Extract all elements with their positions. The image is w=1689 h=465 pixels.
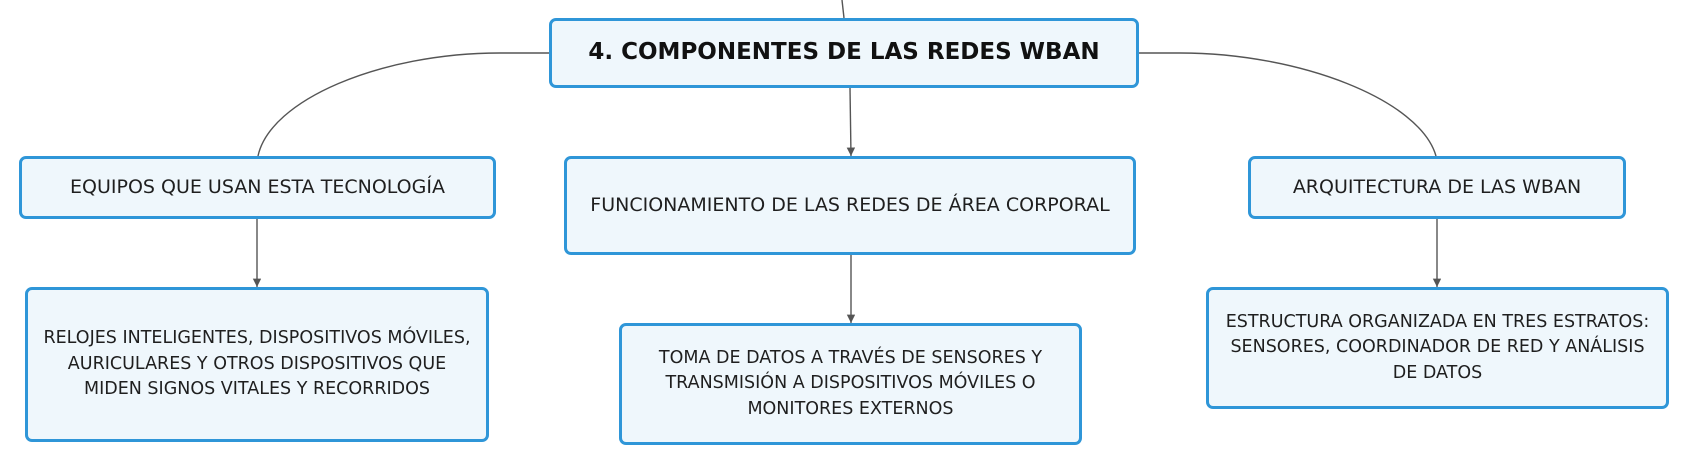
subtopic-label: ESTRUCTURA ORGANIZADA EN TRES ESTRATOS: … <box>1225 311 1650 383</box>
branch-topic-equipos[interactable]: EQUIPOS QUE USAN ESTA TECNOLOGÍA <box>19 156 496 219</box>
subtopic-label: RELOJES INTELIGENTES, DISPOSITIVOS MÓVIL… <box>43 328 471 400</box>
root-topic-label: 4. COMPONENTES DE LAS REDES WBAN <box>588 39 1100 66</box>
branch-topic-label: FUNCIONAMIENTO DE LAS REDES DE ÁREA CORP… <box>590 193 1110 216</box>
subtopic-equipos-detail[interactable]: RELOJES INTELIGENTES, DISPOSITIVOS MÓVIL… <box>25 287 489 442</box>
branch-topic-label: ARQUITECTURA DE LAS WBAN <box>1292 175 1582 198</box>
connector-root-to-branch-0 <box>257 52 549 157</box>
subtopic-arquitectura-detail[interactable]: ESTRUCTURA ORGANIZADA EN TRES ESTRATOS: … <box>1206 287 1669 409</box>
branch-topic-label: EQUIPOS QUE USAN ESTA TECNOLOGÍA <box>70 175 445 198</box>
subtopic-funcionamiento-detail[interactable]: TOMA DE DATOS A TRAVÉS DE SENSORES Y TRA… <box>619 323 1082 445</box>
branch-topic-arquitectura[interactable]: ARQUITECTURA DE LAS WBAN <box>1248 156 1626 219</box>
branch-topic-funcionamiento[interactable]: FUNCIONAMIENTO DE LAS REDES DE ÁREA CORP… <box>564 156 1136 255</box>
connector-root-to-branch-1 <box>846 87 856 157</box>
connector-parent-to-root <box>841 0 845 19</box>
connector-root-to-branch-2 <box>1139 52 1437 157</box>
subtopic-label: TOMA DE DATOS A TRAVÉS DE SENSORES Y TRA… <box>658 347 1043 419</box>
root-topic[interactable]: 4. COMPONENTES DE LAS REDES WBAN <box>549 18 1139 88</box>
